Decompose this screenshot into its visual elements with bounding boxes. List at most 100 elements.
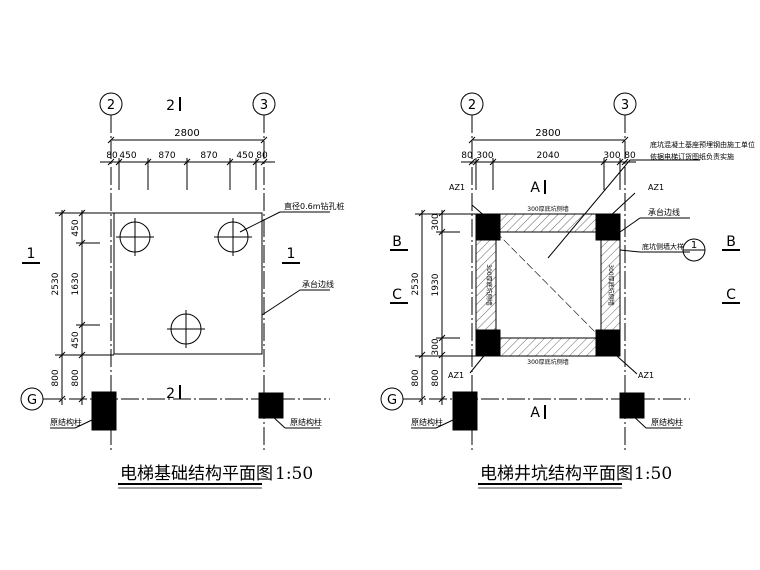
leader-pile xyxy=(239,211,281,233)
wall-label-left: 300厚底坑侧墙 xyxy=(485,264,493,305)
drawing-title: 电梯井坑结构平面图 xyxy=(480,464,633,484)
label-pile: 直径0.6m钻孔桩 xyxy=(284,201,345,211)
label-col: 原结构柱 xyxy=(651,417,683,427)
pit-inner-wall xyxy=(495,231,602,339)
leader-col xyxy=(630,413,647,429)
note-line-1: 底坑混凝土基座预埋钢由施工单位 xyxy=(650,140,755,149)
leader-col xyxy=(74,419,93,429)
leader-cap xyxy=(261,289,301,316)
label-col: 原结构柱 xyxy=(50,417,82,427)
dim-total: 2800 xyxy=(535,128,560,139)
dim-side-bottom: 800 xyxy=(431,369,441,386)
diagonal xyxy=(495,231,602,339)
section-label-C-right: C xyxy=(726,287,736,303)
dim-top: 2040 xyxy=(537,151,560,161)
corner-columns xyxy=(475,213,621,357)
existing-column xyxy=(619,392,645,419)
dim-ticks-side xyxy=(415,209,476,403)
label-cap: 承台边线 xyxy=(648,207,680,217)
corner-column-az1 xyxy=(475,329,501,357)
leader-note xyxy=(547,159,631,259)
dim-side: 450 xyxy=(71,331,81,348)
axis-label-G: G xyxy=(387,393,397,408)
pile-cap-outline xyxy=(113,212,263,355)
axis-label-G: G xyxy=(27,393,37,408)
foundation-plan xyxy=(20,92,330,489)
existing-column xyxy=(91,391,117,431)
dim-side-bottom: 800 xyxy=(411,369,421,386)
dim-side: 300 xyxy=(431,338,441,355)
label-az1: AZ1 xyxy=(648,183,664,192)
leader-col xyxy=(269,413,286,429)
label-az1: AZ1 xyxy=(448,371,464,380)
wall-label-top: 300厚底坑侧墙 xyxy=(527,205,568,213)
wall-label-right: 300厚底坑侧墙 xyxy=(607,264,615,305)
dim-top: 450 xyxy=(236,151,253,161)
dim-top: 450 xyxy=(119,151,136,161)
dim-top: 870 xyxy=(158,151,175,161)
axis-label-2: 2 xyxy=(468,98,476,113)
label-detail: 底坑侧墙大样 xyxy=(642,242,684,251)
foundation-plan-labels: 2 3 G 2 2 1 1 2800 80 450 870 870 450 80… xyxy=(27,98,345,484)
dim-ticks-top xyxy=(468,136,629,190)
wall-label-bottom: 300厚底坑侧墙 xyxy=(527,358,568,366)
drilled-piles xyxy=(116,218,252,348)
corner-column-az1 xyxy=(595,213,621,241)
dim-top: 870 xyxy=(200,151,217,161)
drawing-scale: 1:50 xyxy=(275,464,313,484)
dim-side: 300 xyxy=(431,213,441,230)
section-label-A-bottom: A xyxy=(530,405,540,421)
section-label-top: 2 xyxy=(166,98,175,114)
label-az1: AZ1 xyxy=(449,183,465,192)
leader-az1 xyxy=(607,347,638,375)
section-label-bottom: 2 xyxy=(166,386,175,402)
dim-ticks-top xyxy=(107,136,268,190)
section-label-right: 1 xyxy=(287,246,296,262)
dim-side: 450 xyxy=(71,219,81,236)
section-label-left: 1 xyxy=(27,246,36,262)
leader-az1 xyxy=(471,204,488,219)
existing-column xyxy=(258,392,284,419)
section-label-B-left: B xyxy=(392,234,402,250)
label-col: 原结构柱 xyxy=(290,417,322,427)
label-col: 原结构柱 xyxy=(411,417,443,427)
dim-side-total: 2530 xyxy=(411,272,421,295)
axis-label-2: 2 xyxy=(107,98,115,113)
drawing-title: 电梯基础结构平面图 xyxy=(120,464,273,484)
leader-az1 xyxy=(469,351,488,374)
leader-col xyxy=(435,419,454,429)
existing-column xyxy=(452,391,478,431)
axis-label-3: 3 xyxy=(260,98,268,113)
note-line-2: 依据电梯订货图纸负责实施 xyxy=(650,152,734,161)
leader-detail xyxy=(619,249,641,253)
dim-side-total: 2530 xyxy=(51,272,61,295)
dim-top: 300 xyxy=(603,151,620,161)
detail-bubble-number: 1 xyxy=(691,240,697,251)
dim-total: 2800 xyxy=(174,128,199,139)
drawing-scale: 1:50 xyxy=(634,464,672,484)
pit-plan xyxy=(380,92,740,489)
corner-column-az1 xyxy=(595,329,621,357)
dim-top: 300 xyxy=(476,151,493,161)
pit-plan-labels: 2 3 G A A B B C C 1 2800 80 300 2040 300… xyxy=(387,98,755,484)
section-label-B-right: B xyxy=(726,234,736,250)
section-label-A-top: A xyxy=(530,180,540,196)
axis-label-3: 3 xyxy=(621,98,629,113)
dim-side-bottom: 800 xyxy=(71,369,81,386)
dim-top: 80 xyxy=(106,151,118,161)
section-label-C-left: C xyxy=(392,287,402,303)
leader-cap xyxy=(619,217,641,233)
dim-top: 80 xyxy=(256,151,268,161)
dim-side-bottom: 800 xyxy=(51,369,61,386)
label-az1: AZ1 xyxy=(638,371,654,380)
pit-outer-wall xyxy=(475,213,621,357)
leader-az1 xyxy=(607,192,636,219)
dim-top: 80 xyxy=(624,151,636,161)
corner-column-az1 xyxy=(475,213,501,241)
dim-top: 80 xyxy=(461,151,473,161)
dim-ticks-side xyxy=(55,209,114,403)
label-cap: 承台边线 xyxy=(302,279,334,289)
dim-side: 1930 xyxy=(431,273,441,296)
dim-side: 1630 xyxy=(71,272,81,295)
